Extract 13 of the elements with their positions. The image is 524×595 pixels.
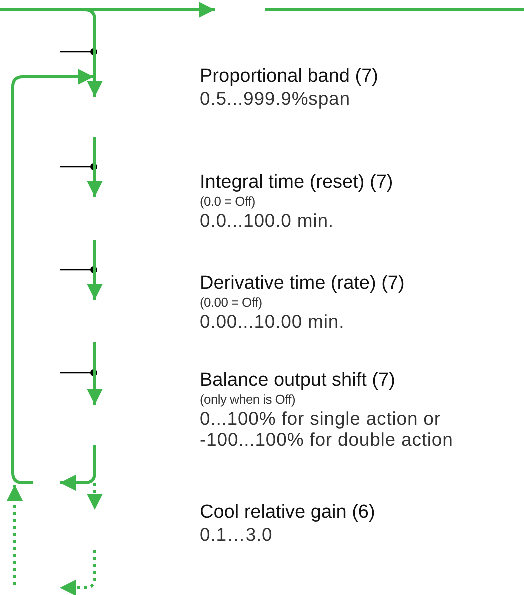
- parameter-name: Proportional band (7): [200, 66, 380, 88]
- value-range-text: 0.00...10.00 min.: [200, 311, 346, 332]
- parameter-name: Derivative time (rate) (7): [200, 273, 406, 295]
- parameter-note: (only when is Off): [200, 392, 297, 408]
- value-range-text: 0...100% for single action or -100...100% for double action: [200, 408, 454, 450]
- value-range-text: 0.5...999.9%span: [200, 88, 352, 109]
- parameter-note: (0.00 = Off): [200, 295, 264, 311]
- parameter-name: Cool relative gain (6): [200, 502, 376, 524]
- value-range-text: 0.1…3.0: [200, 524, 274, 545]
- parameter-note: (0.0 = Off): [200, 194, 256, 210]
- value-range-text: 0.0...100.0 min.: [200, 210, 335, 231]
- parameter-name: Integral time (reset) (7): [200, 172, 394, 194]
- parameter-name: Balance output shift (7): [200, 370, 396, 392]
